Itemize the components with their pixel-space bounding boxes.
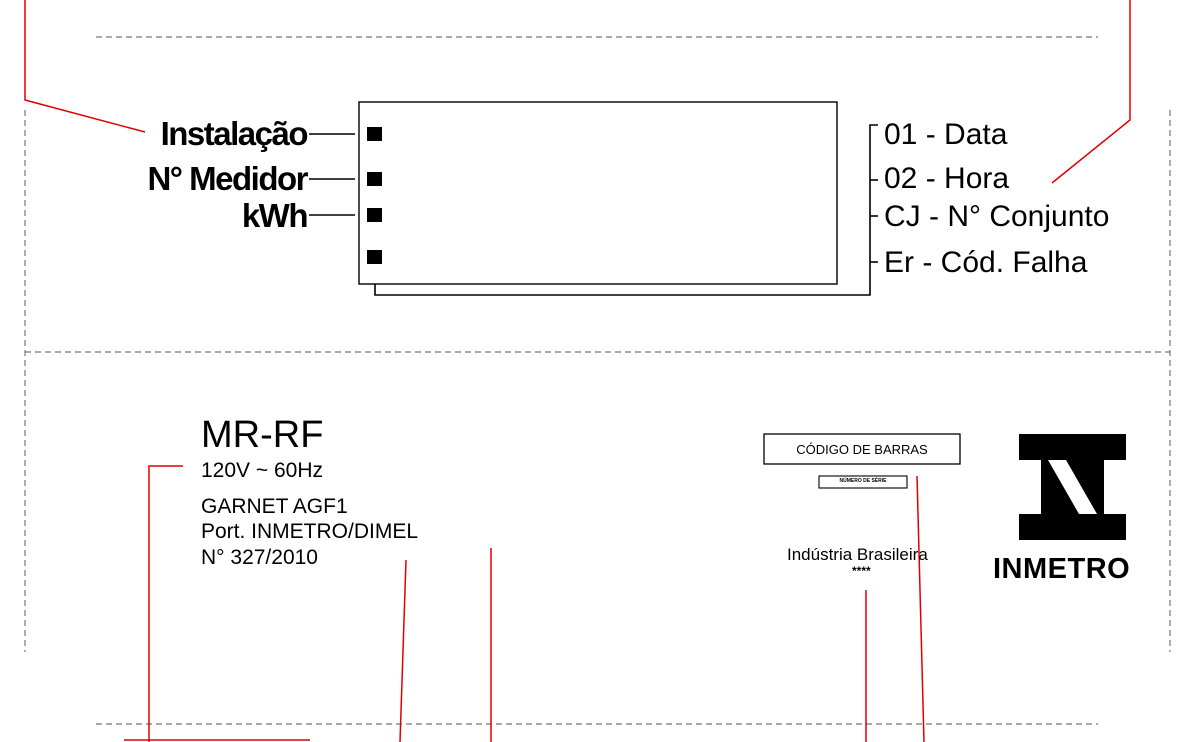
spec-voltage: 120V ~ 60Hz — [201, 459, 324, 482]
indicator-square-icon — [367, 208, 382, 222]
display-box — [358, 101, 838, 285]
model-name: MR-RF — [201, 414, 324, 456]
origin-mark: **** — [852, 564, 871, 578]
indicator-square-icon — [367, 250, 382, 264]
indicator-squares — [367, 127, 382, 264]
inmetro-logo-text: INMETRO — [993, 553, 1131, 585]
indicator-square-icon — [367, 127, 382, 141]
code-hora: 02 - Hora — [884, 162, 1010, 195]
leader-lines — [24, 0, 1131, 742]
origin-text: Indústria Brasileira — [787, 545, 928, 564]
code-conjunto: CJ - N° Conjunto — [884, 200, 1110, 233]
label-instalacao: Instalação — [160, 115, 309, 152]
spec-register: GARNET AGF1 — [201, 495, 348, 518]
serial-label: NÚMERO DE SÉRIE — [839, 478, 887, 484]
barcode-box — [763, 433, 961, 465]
inmetro-logo-icon — [1019, 434, 1126, 540]
right-bracket — [374, 124, 878, 296]
label-kwh: kWh — [241, 197, 309, 234]
serial-box — [818, 475, 908, 489]
code-falha: Er - Cód. Falha — [884, 246, 1088, 279]
code-data: 01 - Data — [884, 118, 1008, 151]
label-medidor: N° Medidor — [147, 160, 308, 197]
cut-lines — [24, 36, 1171, 725]
barcode-label: CÓDIGO DE BARRAS — [796, 442, 928, 457]
spec-portaria: Port. INMETRO/DIMEL — [201, 520, 419, 543]
indicator-square-icon — [367, 172, 382, 186]
spec-number: N° 327/2010 — [201, 546, 318, 569]
left-connectors — [309, 133, 355, 216]
